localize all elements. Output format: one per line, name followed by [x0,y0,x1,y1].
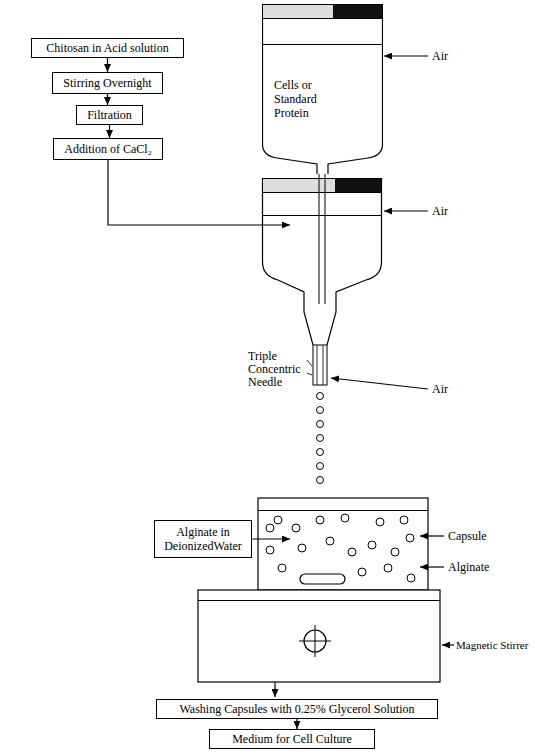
air-arrow [384,210,428,211]
liquid-level [263,44,382,45]
callout-label: Capsule [448,529,487,543]
capsule [376,518,384,526]
capsule [400,516,408,524]
beaker [258,498,428,590]
node-text: Medium for Cell Culture [232,732,352,746]
node-text: Alginate in DeionizedWater [161,525,245,553]
bottle-outline [263,5,383,175]
air-label: Air [432,49,448,63]
capsule [326,537,334,545]
flow-arrow [274,682,275,697]
capsule [292,524,300,532]
node-text: Cells or Standard Protein [274,78,338,120]
callout-label: Alginate [448,560,489,574]
pointer-arrow [442,644,454,645]
cap-line [263,18,383,19]
capsule [341,514,349,522]
drop [317,393,324,400]
stirrer-housing [198,590,440,682]
liquid-level [258,510,428,511]
needle-label: Triple Concentric Needle [248,350,306,389]
node-text: Washing Capsules with 0.25% Glycerol Sol… [179,702,414,716]
capsule [358,568,366,576]
bottle-cap [263,179,335,192]
capsule [316,516,324,524]
feed-arrow [108,160,290,225]
air-label: Air [432,204,448,218]
callout-label: Magnetic Stirrer [456,638,528,652]
flow-arrow [296,719,297,729]
drop [317,449,324,456]
callout-label: Capsule [448,529,487,543]
flow-arrow [109,125,110,138]
callout-label: Alginate [448,560,489,574]
liquid-level [263,215,381,216]
callout-label: Magnetic Stirrer [456,638,528,652]
bottle-shape: Cells or Standard Protein [262,4,383,174]
drop [317,477,324,484]
leader-line [307,360,312,366]
air-arrow [384,55,428,56]
process-box: Alginate in DeionizedWater [154,520,252,558]
node-text: Stirring Overnight [63,76,151,90]
air-label: Air [432,204,448,218]
capsule [406,534,414,542]
stir-bar [300,574,345,584]
needle-label: Triple Concentric Needle [248,350,306,389]
process-box: Filtration [76,105,143,125]
needle [317,345,318,385]
air-label: Air [432,382,448,396]
node-text: Filtration [87,108,132,122]
capsule [391,548,399,556]
air-label: Air [432,49,448,63]
process-box: Stirring Overnight [52,72,163,94]
capsule [266,524,274,532]
capsule [348,548,356,556]
leader-line [307,373,312,375]
needle [313,345,327,385]
capsule [368,541,376,549]
capsule [298,544,306,552]
drop [317,421,324,428]
drop [317,463,324,470]
air-arrow [331,378,428,389]
stirrer-plate [198,600,440,601]
capsule [407,574,415,582]
feed-arrow [252,538,290,539]
process-box: Chitosan in Acid solution [31,38,184,58]
stirrer-knob [315,625,316,657]
node-text: Chitosan in Acid solution [46,41,168,55]
flow-arrow [107,94,108,105]
process-box: Medium for Cell Culture [209,729,375,749]
needle [323,345,324,385]
bottle-cap [333,5,382,18]
node-text: Addition of CaCl₂ [64,142,152,156]
capsule [278,564,286,572]
feed-tube [319,172,320,304]
bottle-cap [335,179,381,192]
capsule [266,546,274,554]
pointer-arrow [420,566,444,567]
pointer-arrow [420,535,444,536]
process-box: Washing Capsules with 0.25% Glycerol Sol… [156,699,438,719]
drop [317,407,324,414]
capsule [384,564,392,572]
capsule [274,516,282,524]
feed-tube [325,172,326,304]
process-box: Addition of CaCl₂ [53,138,163,160]
bottle-cap [263,5,333,18]
cap-line [263,192,382,193]
flow-arrow [107,58,108,72]
drop [317,435,324,442]
air-label: Air [432,382,448,396]
lower-bottle [263,179,382,346]
